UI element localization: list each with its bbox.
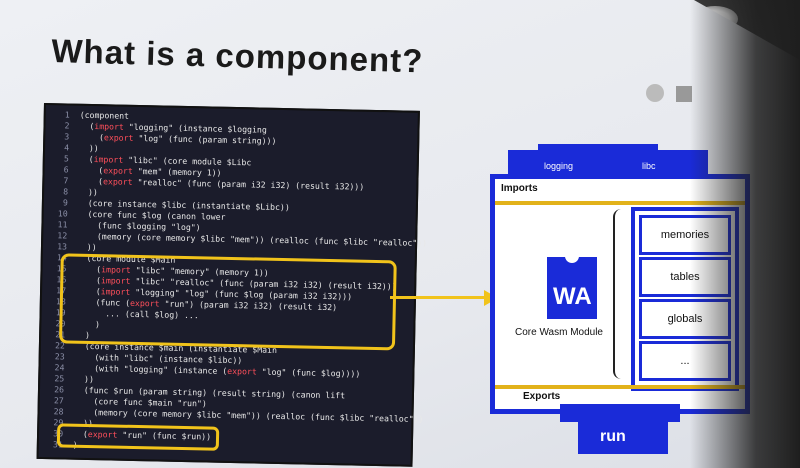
brace-icon [613, 209, 627, 379]
highlight-core-module [58, 253, 397, 351]
wasm-logo-notch [565, 255, 579, 263]
line-number: 2 [64, 120, 70, 131]
arrow-line [390, 296, 488, 299]
highlight-export-run [56, 423, 220, 451]
exports-label: Exports [523, 391, 561, 402]
imports-label: Imports [501, 183, 538, 194]
line-number: 3 [64, 131, 70, 142]
code-text: )) [78, 186, 98, 198]
line-number: 24 [54, 362, 65, 373]
code-text: )) [78, 142, 99, 154]
line-number: 26 [54, 384, 65, 395]
run-label: run [600, 428, 626, 445]
line-number: 6 [63, 164, 69, 175]
code-text: (component [79, 109, 130, 121]
line-number: 7 [63, 175, 69, 186]
imports-tab-shape [508, 144, 708, 174]
sponsor-logos [646, 84, 716, 114]
line-number: 13 [57, 241, 68, 252]
imports-divider [495, 201, 745, 205]
exports-divider [495, 385, 745, 389]
logo-icon [646, 84, 664, 102]
line-number: 4 [64, 142, 70, 153]
line-number: 28 [53, 406, 64, 417]
line-number: 8 [63, 186, 69, 197]
line-number: 9 [62, 197, 69, 208]
line-number: 12 [57, 230, 68, 241]
line-number: 10 [57, 208, 68, 219]
logo-icon [676, 86, 692, 102]
line-number: 23 [54, 351, 65, 362]
code-text: (with "logging" (instance (export "log" … [74, 362, 361, 379]
imports-tab: logging libc [508, 144, 708, 174]
import-libc-label: libc [642, 161, 656, 171]
room-edge [690, 0, 800, 468]
line-number: 27 [53, 395, 64, 406]
wasm-logo: WA [547, 255, 597, 319]
import-logging-label: logging [544, 161, 574, 171]
code-text: )) [74, 373, 95, 385]
code-text: (export "realloc" (func (param i32 i32) … [78, 175, 365, 192]
line-number: 1 [64, 109, 70, 120]
code-text: (memory (core memory $libc "mem")) (real… [73, 406, 424, 425]
slide-title: What is a component? [50, 32, 424, 80]
line-number: 5 [63, 153, 69, 164]
run-export: run [578, 422, 668, 454]
line-number: 25 [54, 373, 65, 384]
wasm-logo-text: WA [553, 283, 592, 310]
exports-tab [560, 404, 680, 422]
code-text: (memory (core memory $libc "mem")) (real… [77, 230, 428, 249]
code-text: )) [76, 241, 97, 253]
line-number: 11 [57, 219, 68, 230]
core-module-label: Core Wasm Module [515, 327, 603, 338]
